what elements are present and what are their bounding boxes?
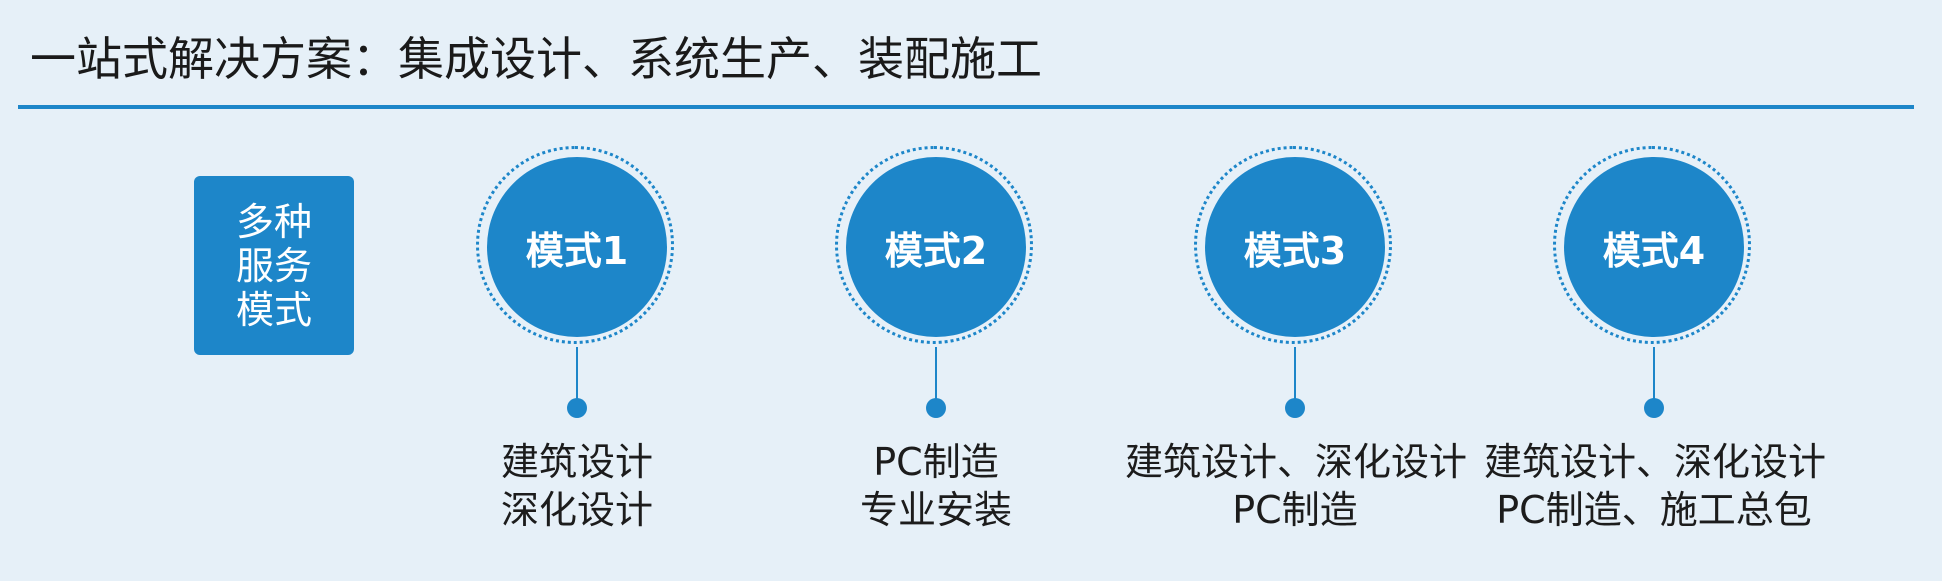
mode-ring [1553, 146, 1751, 344]
mode-circle: 模式2 [846, 157, 1026, 337]
mode-3: 模式3 建筑设计、深化设计 PC制造 [1125, 146, 1468, 546]
mode-circle: 模式3 [1205, 157, 1385, 337]
mode-ring [835, 146, 1033, 344]
mode-desc-line: 深化设计 [500, 488, 653, 532]
mode-desc-line: 专业安装 [859, 488, 1012, 532]
mode-description: 建筑设计、深化设计 PC制造 [1125, 438, 1468, 534]
mode-desc-line: 建筑设计 [500, 440, 653, 484]
service-box-line: 服务 [235, 243, 312, 288]
mode-desc-line: 建筑设计、深化设计 [1484, 440, 1827, 484]
mode-label: 模式4 [1602, 228, 1706, 273]
connector-dot [1644, 398, 1664, 418]
mode-label: 模式2 [884, 228, 988, 273]
mode-1: 模式1 建筑设计 深化设计 [407, 146, 747, 546]
mode-description: PC制造 专业安装 [766, 438, 1106, 534]
service-modes-box: 多种 服务 模式 [194, 176, 354, 355]
connector-dot [567, 398, 587, 418]
mode-circle: 模式1 [487, 157, 667, 337]
service-box-line: 多种 [235, 199, 312, 244]
mode-desc-line: 建筑设计、深化设计 [1125, 440, 1468, 484]
mode-label: 模式3 [1243, 228, 1347, 273]
service-box-line: 模式 [235, 287, 312, 332]
connector-dot [926, 398, 946, 418]
mode-desc-line: PC制造、施工总包 [1496, 488, 1812, 532]
connector-line [576, 347, 578, 407]
connector-dot [1285, 398, 1305, 418]
mode-description: 建筑设计、深化设计 PC制造、施工总包 [1484, 438, 1827, 534]
page-title: 一站式解决方案：集成设计、系统生产、装配施工 [30, 32, 1042, 86]
connector-line [1653, 347, 1655, 407]
mode-desc-line: PC制造 [1232, 488, 1358, 532]
mode-desc-line: PC制造 [873, 440, 999, 484]
mode-ring [1194, 146, 1392, 344]
mode-circle: 模式4 [1564, 157, 1744, 337]
connector-line [935, 347, 937, 407]
mode-4: 模式4 建筑设计、深化设计 PC制造、施工总包 [1484, 146, 1827, 546]
title-divider [18, 105, 1914, 109]
mode-2: 模式2 PC制造 专业安装 [766, 146, 1106, 546]
mode-label: 模式1 [525, 228, 629, 273]
connector-line [1294, 347, 1296, 407]
mode-description: 建筑设计 深化设计 [407, 438, 747, 534]
mode-ring [476, 146, 674, 344]
